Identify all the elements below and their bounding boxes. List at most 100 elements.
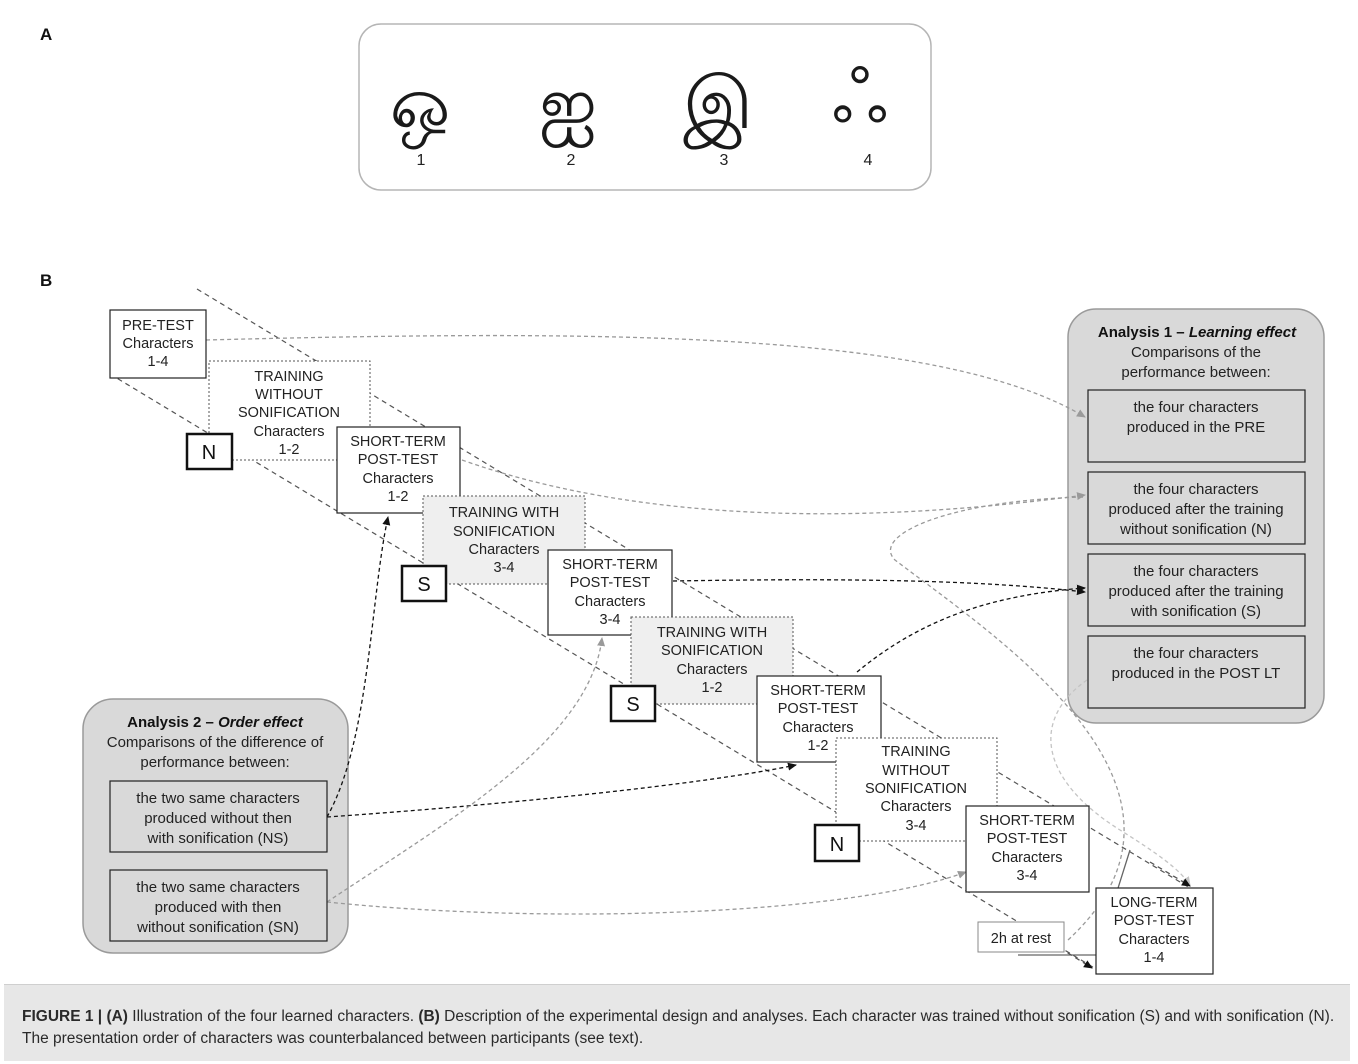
rest-label: 2h at rest [977, 921, 1065, 953]
step-train2-line3: Characters [469, 542, 540, 558]
step-train1-line5: 1-2 [279, 442, 300, 458]
step-lt-line4: 1-4 [1144, 950, 1165, 966]
analysis-2-item-1-line2: produced without then [144, 810, 292, 827]
arrow-post1-to-a1 [461, 459, 1086, 515]
step-post4-line4: 3-4 [1017, 868, 1038, 884]
tag-n-1-label: N [202, 442, 216, 464]
analysis-1-item-2-line1: the four characters [1133, 481, 1258, 498]
step-train1-line1: TRAINING [254, 369, 323, 385]
step-post2-line1: SHORT-TERM [562, 557, 658, 573]
arrow-pre-to-a1 [205, 334, 1086, 418]
step-post3-line4: 1-2 [808, 738, 829, 754]
analysis-1: Analysis 1 – Learning effect Comparisons… [1087, 324, 1306, 709]
analysis-2-item-1-line1: the two same characters [136, 790, 299, 807]
analysis-2-item-2-line3: without sonification (SN) [136, 919, 299, 936]
analysis-1-item-3-line1: the four characters [1133, 563, 1258, 580]
step-train4-line5: 3-4 [906, 818, 927, 834]
analysis-2-item-2-line2: produced with then [155, 899, 282, 916]
character-3-glyph: இ [683, 64, 753, 149]
rest-label-text: 2h at rest [991, 931, 1051, 947]
character-2: ஐ 2 [539, 64, 597, 169]
step-pre-line3: 1-4 [148, 354, 169, 370]
caption-b-label: (B) [418, 1008, 440, 1025]
panel-a-label: A [40, 25, 52, 44]
analysis-1-item-4-line1: the four characters [1133, 645, 1258, 662]
step-train2-line4: 3-4 [494, 560, 515, 576]
analysis-1-item-1 [1087, 389, 1306, 463]
step-short-term-post-2: SHORT-TERM POST-TEST Characters 3-4 [547, 549, 673, 636]
character-4-number: 4 [864, 152, 873, 169]
step-post1-line1: SHORT-TERM [350, 434, 446, 450]
step-post2-line3: Characters [575, 594, 646, 610]
character-4: ஃ 4 [832, 58, 888, 169]
analysis-1-item-2-line2: produced after the training [1108, 501, 1283, 518]
analysis-1-title: Analysis 1 – Learning effect [1098, 324, 1297, 341]
figure-caption: FIGURE 1 | (A) Illustration of the four … [22, 1006, 1342, 1050]
step-short-term-post-4: SHORT-TERM POST-TEST Characters 3-4 [965, 805, 1090, 893]
step-pre-test: PRE-TEST Characters 1-4 [109, 309, 207, 379]
arrow-post4-to-a1 [889, 496, 1125, 941]
arrow-timeline-end-2 [1149, 861, 1191, 887]
caption-a-text: Illustration of the four learned charact… [127, 1008, 419, 1025]
step-post4-line1: SHORT-TERM [979, 813, 1075, 829]
analysis-2-subtitle-1: Comparisons of the difference of [107, 734, 324, 751]
step-train1-line3: SONIFICATION [238, 405, 340, 421]
step-train1-line4: Characters [254, 424, 325, 440]
analysis-2-item-1 [109, 780, 328, 853]
character-1-number: 1 [417, 152, 426, 169]
connector-arrows [205, 334, 1191, 969]
step-lt-line3: Characters [1119, 932, 1190, 948]
character-3-number: 3 [720, 152, 729, 169]
analysis-1-item-1-line2: produced in the PRE [1127, 419, 1265, 436]
caption-background [4, 984, 1350, 1061]
arrow-a1-to-longterm [1050, 679, 1191, 886]
character-2-glyph: ஐ [539, 64, 597, 148]
analysis-1-item-4-line2: produced in the POST LT [1112, 665, 1281, 682]
step-post4-line3: Characters [992, 850, 1063, 866]
character-1: ஒ 1 [390, 64, 450, 169]
tag-n-2-label: N [830, 834, 844, 856]
step-post3-line2: POST-TEST [778, 701, 859, 717]
step-post2-line2: POST-TEST [570, 575, 651, 591]
arrow-post2-to-a1 [672, 579, 1086, 596]
arrow-timeline-end [1059, 947, 1093, 969]
analysis-2-title: Analysis 2 – Order effect [127, 714, 304, 731]
step-train2-line1: TRAINING WITH [449, 505, 559, 521]
analysis-1-subtitle-1: Comparisons of the [1131, 344, 1261, 361]
analysis-1-item-1-line1: the four characters [1133, 399, 1258, 416]
step-post1-line2: POST-TEST [358, 452, 439, 468]
analysis-2-item-1-line3: with sonification (NS) [147, 830, 289, 847]
step-train3-line3: Characters [677, 662, 748, 678]
tag-s-2-label: S [626, 694, 639, 716]
analysis-1-item-3-line3: with sonification (S) [1130, 603, 1261, 620]
caption-b-text: Description of the experimental design a… [22, 1008, 1335, 1047]
tag-s-2: S [609, 684, 657, 723]
step-post1-line4: 1-2 [388, 489, 409, 505]
analysis-1-item-4 [1087, 635, 1306, 709]
step-pre-line1: PRE-TEST [122, 318, 194, 334]
step-train4-line2: WITHOUT [882, 763, 950, 779]
analysis-1-subtitle-2: performance between: [1121, 364, 1270, 381]
arrow-sn-to-post4 [326, 871, 967, 915]
step-train1-line2: WITHOUT [255, 387, 323, 403]
analysis-2: Analysis 2 – Order effect Comparisons of… [107, 714, 328, 942]
tag-n-1: N [185, 432, 234, 471]
characters-panel [358, 23, 932, 191]
analysis-2-item-2 [109, 869, 328, 942]
analysis-1-item-3 [1087, 553, 1306, 627]
step-train4-line3: SONIFICATION [865, 781, 967, 797]
step-post3-line1: SHORT-TERM [770, 683, 866, 699]
step-train4-line1: TRAINING [881, 744, 950, 760]
step-post2-line4: 3-4 [600, 612, 621, 628]
panel-b-label: B [40, 271, 52, 290]
step-long-term-post: LONG-TERM POST-TEST Characters 1-4 [1095, 887, 1214, 975]
analysis-1-item-2-line3: without sonification (N) [1119, 521, 1272, 538]
tag-n-2: N [813, 823, 861, 863]
step-pre-line2: Characters [123, 336, 194, 352]
step-train3-line2: SONIFICATION [661, 643, 763, 659]
step-lt-line1: LONG-TERM [1111, 895, 1198, 911]
caption-a-label: (A) [106, 1008, 128, 1025]
character-4-glyph: ஃ [832, 58, 888, 138]
step-post1-line3: Characters [363, 471, 434, 487]
